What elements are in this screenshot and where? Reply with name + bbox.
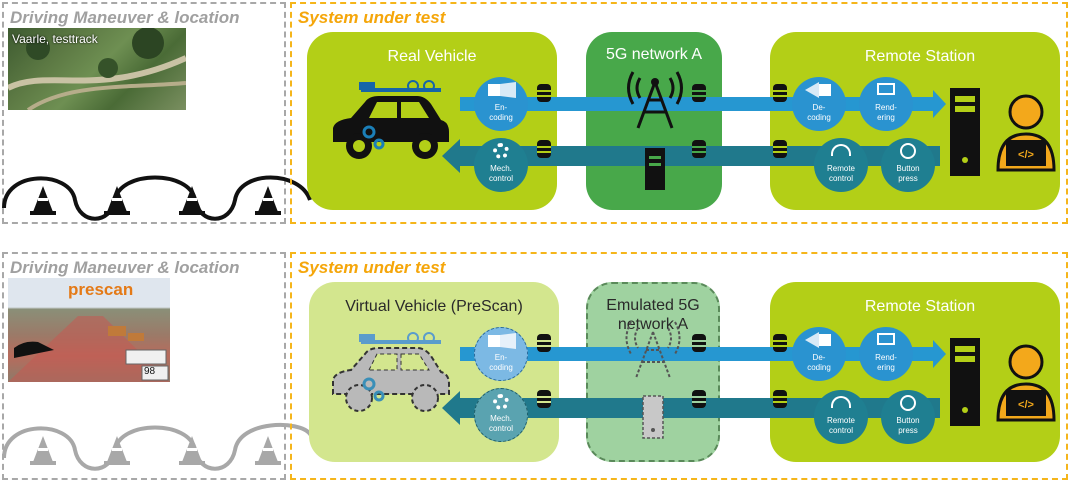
- gear-icon: [362, 125, 385, 150]
- database-icon: [537, 390, 551, 408]
- film-icon: [488, 82, 516, 98]
- sut-title-top: System under test: [298, 8, 446, 27]
- svg-text:</>: </>: [1018, 399, 1034, 411]
- button-press-label-top: Button press: [896, 164, 920, 183]
- network-label-bottom: Emulated 5G network A: [606, 297, 700, 333]
- remote-station-label-bottom: Remote Station: [864, 298, 976, 315]
- stopwatch-icon: [900, 395, 916, 411]
- database-icons-bottom: </>: [537, 321, 1056, 439]
- database-icon: [692, 84, 706, 102]
- aerial-track-graphic: [8, 28, 186, 110]
- server-icon: [642, 395, 664, 439]
- mech-control-label-bottom: Mech. control: [488, 414, 513, 433]
- prescan-logo: prescan: [68, 280, 134, 299]
- maneuver-box-bottom: [2, 252, 286, 480]
- encoding-circle-top: En- coding: [474, 77, 528, 131]
- encoding-circle-bottom: En- coding: [474, 327, 528, 381]
- server-icon: [645, 148, 665, 190]
- antenna-tower-icon: [627, 71, 683, 129]
- monitor-icon: [877, 333, 895, 345]
- location-label: Vaarle, testtrack: [12, 32, 98, 46]
- cone-track-top: [2, 175, 312, 221]
- real-vehicle-icon: [333, 80, 449, 159]
- location-photo-top: Vaarle, testtrack: [8, 28, 186, 110]
- button-press-circle-bottom: Button press: [881, 390, 935, 444]
- mech-control-label-top: Mech. control: [488, 164, 513, 183]
- operator-icon: </>: [996, 344, 1056, 422]
- remote-control-label-top: Remote control: [826, 164, 855, 183]
- svg-text:</>: </>: [1018, 149, 1034, 161]
- remote-control-label-bottom: Remote control: [826, 416, 855, 435]
- database-icon: [773, 390, 787, 408]
- button-press-circle-top: Button press: [881, 138, 935, 192]
- film-icon: [805, 82, 831, 98]
- sut-box-bottom: [290, 252, 1068, 480]
- remote-station-label-top: Remote Station: [864, 48, 976, 65]
- operator-icon: </>: [996, 94, 1056, 172]
- button-press-label-bottom: Button press: [896, 416, 920, 435]
- sut-title-bottom: System under test: [298, 258, 446, 277]
- network-panel-top: 5G network A: [586, 32, 722, 210]
- film-icon: [488, 333, 516, 349]
- gauge-icon: [831, 144, 851, 156]
- antenna-tower-icon: [625, 321, 681, 379]
- maneuver-title-top: Driving Maneuver & location: [10, 8, 240, 27]
- database-icon: [773, 84, 787, 102]
- database-icon: [537, 140, 551, 158]
- network-panel-bottom: Emulated 5G network A: [586, 282, 720, 462]
- gear-icon: [493, 143, 509, 159]
- mech-control-circle-bottom: Mech. control: [474, 388, 528, 442]
- prescan-scene-graphic: [8, 316, 170, 382]
- database-icon: [773, 140, 787, 158]
- gear-icon: [493, 394, 509, 410]
- rendering-circle-bottom: Rend- ering: [859, 327, 913, 381]
- gear-icon: [362, 377, 385, 402]
- decoding-circle-top: De- coding: [792, 77, 846, 131]
- remote-control-circle-top: Remote control: [814, 138, 868, 192]
- database-icon: [692, 334, 706, 352]
- real-vehicle-label: Real Vehicle: [387, 48, 477, 65]
- film-icon: [805, 332, 831, 348]
- monitor-icon: [877, 83, 895, 95]
- sut-box-top: [290, 2, 1068, 224]
- database-icon: [537, 84, 551, 102]
- database-icon: [692, 140, 706, 158]
- rendering-circle-top: Rend- ering: [859, 77, 913, 131]
- virtual-vehicle-icon: [332, 332, 450, 412]
- database-icon: [773, 334, 787, 352]
- cone-track-bottom: [2, 423, 440, 471]
- remote-control-circle-bottom: Remote control: [814, 390, 868, 444]
- stopwatch-icon: [900, 143, 916, 159]
- encoding-label-top: En- coding: [489, 103, 513, 122]
- prescan-screenshot: prescan 98: [8, 278, 170, 382]
- pc-tower-icon: [950, 88, 980, 176]
- encoding-label-bottom: En- coding: [489, 353, 513, 372]
- rendering-label-top: Rend- ering: [875, 103, 897, 122]
- maneuver-title-bottom: Driving Maneuver & location: [10, 258, 240, 277]
- virtual-vehicle-label: Virtual Vehicle (PreScan): [345, 298, 523, 315]
- mech-control-circle-top: Mech. control: [474, 138, 528, 192]
- decoding-label-bottom: De- coding: [807, 353, 831, 372]
- network-label-top: 5G network A: [605, 46, 703, 63]
- database-icons-top: </>: [537, 71, 1056, 190]
- database-icon: [537, 334, 551, 352]
- pc-tower-icon: [950, 338, 980, 426]
- decoding-circle-bottom: De- coding: [792, 327, 846, 381]
- speed-readout: 98: [144, 366, 156, 377]
- gauge-icon: [831, 396, 851, 408]
- maneuver-box-top: [2, 2, 286, 224]
- rendering-label-bottom: Rend- ering: [875, 353, 897, 372]
- database-icon: [692, 390, 706, 408]
- decoding-label-top: De- coding: [807, 103, 831, 122]
